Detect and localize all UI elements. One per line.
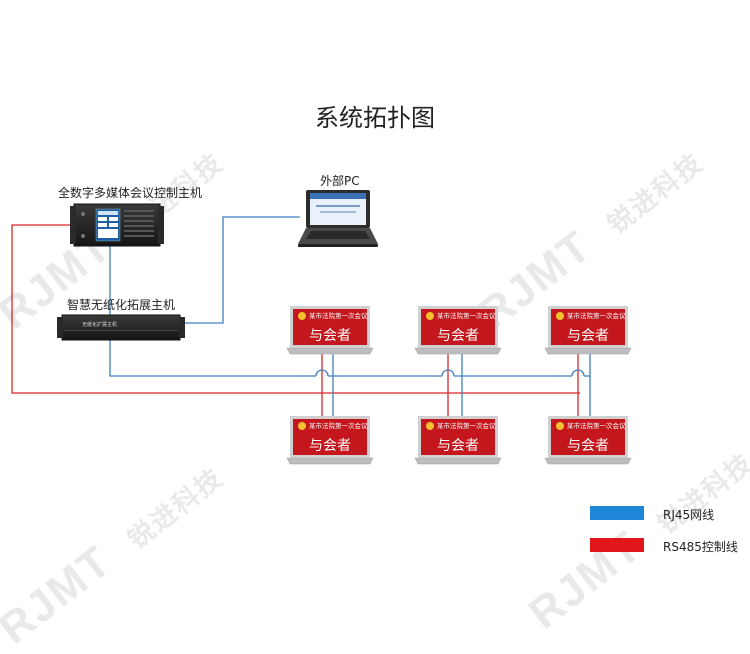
terminal-name: 与会者 — [437, 328, 479, 344]
terminal-header: 某市法院第一次会议 — [309, 311, 368, 320]
legend-swatch-rs485 — [590, 538, 644, 552]
terminal-name: 与会者 — [437, 438, 479, 454]
main-host-label: 全数字多媒体会议控制主机 — [58, 186, 203, 200]
emblem-icon — [298, 422, 306, 430]
extension-host-panel-text: 无纸化扩展主机 — [82, 321, 117, 328]
emblem-icon — [426, 312, 434, 320]
terminal-name: 与会者 — [309, 328, 351, 344]
emblem-icon — [298, 312, 306, 320]
wiring — [11, 216, 591, 416]
diagram-title: 系统拓扑图 — [315, 104, 435, 132]
pc-label: 外部PC — [320, 174, 360, 188]
main-control-host — [70, 203, 164, 247]
terminal-header: 某市法院第一次会议 — [567, 311, 626, 320]
external-pc — [298, 190, 378, 247]
extension-host: 无纸化扩展主机 — [57, 314, 185, 341]
legend-label-rj45: RJ45网线 — [663, 508, 715, 522]
terminal-name: 与会者 — [309, 438, 351, 454]
terminal-grid: 某市法院第一次会议与会者某市法院第一次会议与会者某市法院第一次会议与会者某市法院… — [286, 306, 632, 465]
terminal-name: 与会者 — [567, 438, 609, 454]
terminal-header: 某市法院第一次会议 — [309, 421, 368, 430]
emblem-icon — [556, 422, 564, 430]
terminal-name: 与会者 — [567, 328, 609, 344]
legend-label-rs485: RS485控制线 — [663, 540, 738, 554]
rj45-wire — [109, 216, 591, 416]
terminal-header: 某市法院第一次会议 — [567, 421, 626, 430]
terminal-header: 某市法院第一次会议 — [437, 421, 496, 430]
legend-swatch-rj45 — [590, 506, 644, 520]
rs485-wire — [11, 224, 580, 416]
terminal-header: 某市法院第一次会议 — [437, 311, 496, 320]
emblem-icon — [426, 422, 434, 430]
emblem-icon — [556, 312, 564, 320]
extension-host-label: 智慧无纸化拓展主机 — [67, 298, 176, 312]
